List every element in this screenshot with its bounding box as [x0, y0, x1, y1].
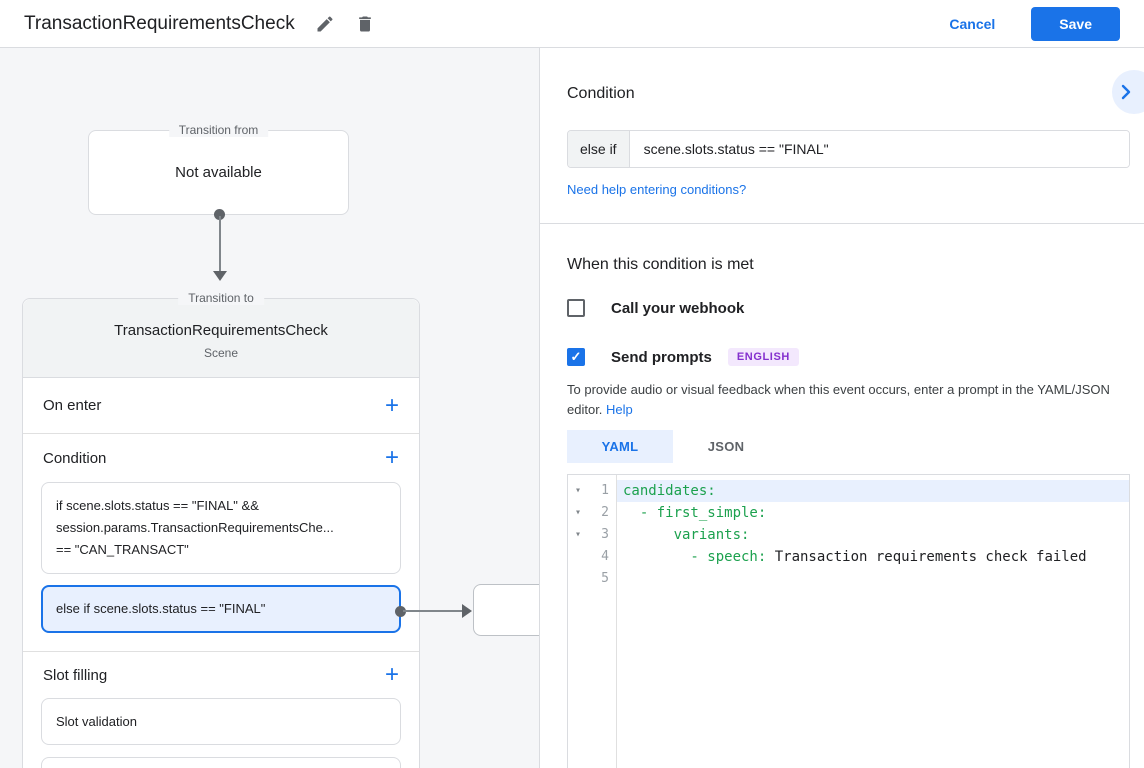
condition-item-if[interactable]: if scene.slots.status == "FINAL" && sess…: [41, 482, 401, 574]
send-prompts-checkbox[interactable]: ✓: [567, 348, 585, 366]
transition-to-label: Transition to: [178, 291, 264, 305]
condition-line: else if scene.slots.status == "FINAL": [56, 601, 266, 616]
slot-item-validation[interactable]: Slot validation: [41, 698, 401, 745]
line-number: 2: [601, 505, 609, 520]
editor-gutter: ▾ 1 ▾ 2 ▾ 3 4: [568, 475, 617, 768]
transition-to-node: Transition to TransactionRequirementsChe…: [22, 291, 420, 768]
conditions-help-link[interactable]: Need help entering conditions?: [567, 182, 747, 197]
collapse-panel-button[interactable]: [1112, 70, 1144, 114]
condition-line: == "CAN_TRANSACT": [56, 542, 189, 557]
condition-item-elseif-selected[interactable]: else if scene.slots.status == "FINAL": [41, 585, 401, 633]
webhook-row: Call your webhook: [567, 298, 1130, 318]
check-icon: ✓: [570, 349, 582, 364]
arrow-right-icon: [462, 604, 472, 618]
send-prompts-row: ✓ Send prompts ENGLISH: [567, 347, 1130, 367]
slot-filling-label: Slot filling: [43, 666, 108, 684]
transition-from-label: Transition from: [168, 123, 269, 137]
condition-line: if scene.slots.status == "FINAL" &&: [56, 498, 259, 513]
flow-canvas: Transition from Not available Transition…: [0, 48, 540, 768]
editor-code-area[interactable]: candidates: - first_simple: variants: - …: [617, 475, 1129, 768]
prompts-description-text: To provide audio or visual feedback when…: [567, 382, 1110, 417]
prompts-help-link[interactable]: Help: [606, 402, 633, 417]
trash-icon: [355, 14, 375, 34]
yaml-editor: ▾ 1 ▾ 2 ▾ 3 4: [567, 474, 1130, 768]
when-met-heading: When this condition is met: [567, 256, 754, 273]
code-line-3[interactable]: variants:: [617, 524, 1129, 546]
pencil-icon: [315, 14, 335, 34]
call-webhook-label: Call your webhook: [611, 299, 745, 317]
condition-expression-input[interactable]: [629, 131, 1129, 167]
scene-name: TransactionRequirementsCheck: [114, 322, 328, 339]
yaml-value: Transaction requirements check failed: [774, 549, 1087, 565]
condition-detail-panel: Condition else if Need help entering con…: [540, 48, 1144, 768]
editor-tabs: YAML JSON: [567, 430, 1130, 463]
page-title: TransactionRequirementsCheck: [24, 12, 295, 34]
scene-type: Scene: [203, 346, 239, 360]
edit-title-button[interactable]: [309, 8, 341, 40]
transition-from-value: Not available: [175, 164, 262, 181]
slot-filling-section: Slot filling + Slot validation Transacti…: [23, 652, 419, 768]
tab-yaml[interactable]: YAML: [567, 430, 673, 463]
condition-line: session.params.TransactionRequirementsCh…: [56, 520, 334, 535]
yaml-key: - first_simple:: [623, 505, 767, 521]
chevron-right-icon: [1121, 84, 1131, 100]
add-condition-button[interactable]: +: [384, 444, 399, 471]
connector-dot: [214, 209, 225, 220]
line-number: 5: [601, 571, 609, 586]
fold-spacer: [568, 546, 588, 568]
add-slot-button[interactable]: +: [384, 661, 399, 688]
panel-divider: [540, 223, 1144, 224]
line-number: 1: [601, 483, 609, 498]
panel-title: Condition: [567, 85, 635, 102]
connector-line-horizontal: [403, 610, 462, 612]
cancel-button[interactable]: Cancel: [949, 15, 996, 32]
condition-section: Condition + if scene.slots.status == "FI…: [23, 434, 419, 652]
app-header: TransactionRequirementsCheck Cancel Save: [0, 0, 1144, 48]
save-button[interactable]: Save: [1031, 6, 1120, 41]
line-number: 3: [601, 527, 609, 542]
fold-spacer: [568, 568, 588, 590]
fold-toggle-icon[interactable]: ▾: [574, 485, 582, 496]
prompts-description: To provide audio or visual feedback when…: [567, 380, 1133, 420]
language-badge: ENGLISH: [727, 348, 799, 366]
on-enter-section: On enter +: [23, 378, 419, 434]
connector-dot: [395, 606, 406, 617]
code-line-1[interactable]: candidates:: [617, 480, 1129, 502]
send-prompts-label: Send prompts: [611, 348, 712, 366]
line-number: 4: [601, 549, 609, 564]
slot-item-transaction[interactable]: TransactionRequirementsCheck: [41, 757, 401, 768]
connector-line-vertical: [219, 216, 221, 271]
tab-json[interactable]: JSON: [707, 439, 745, 454]
code-line-4[interactable]: - speech: Transaction requirements check…: [617, 546, 1129, 568]
call-webhook-checkbox[interactable]: [567, 299, 585, 317]
code-line-5[interactable]: [617, 568, 1129, 590]
fold-toggle-icon[interactable]: ▾: [574, 529, 582, 540]
transition-from-node: Transition from Not available: [88, 123, 349, 215]
add-on-enter-button[interactable]: +: [384, 391, 399, 419]
condition-section-label: Condition: [43, 449, 107, 467]
code-line-2[interactable]: - first_simple:: [617, 502, 1129, 524]
yaml-key: candidates:: [623, 483, 716, 499]
on-enter-label: On enter: [43, 397, 102, 414]
yaml-key: - speech:: [623, 549, 775, 565]
scene-card-header[interactable]: TransactionRequirementsCheck Scene: [23, 299, 419, 378]
delete-scene-button[interactable]: [349, 8, 381, 40]
yaml-key: variants:: [623, 527, 750, 543]
transition-target-node[interactable]: [473, 584, 539, 636]
arrow-down-icon: [213, 271, 227, 281]
condition-expression-row: else if: [567, 130, 1130, 168]
fold-toggle-icon[interactable]: ▾: [574, 507, 582, 518]
condition-prefix-label: else if: [568, 131, 630, 167]
